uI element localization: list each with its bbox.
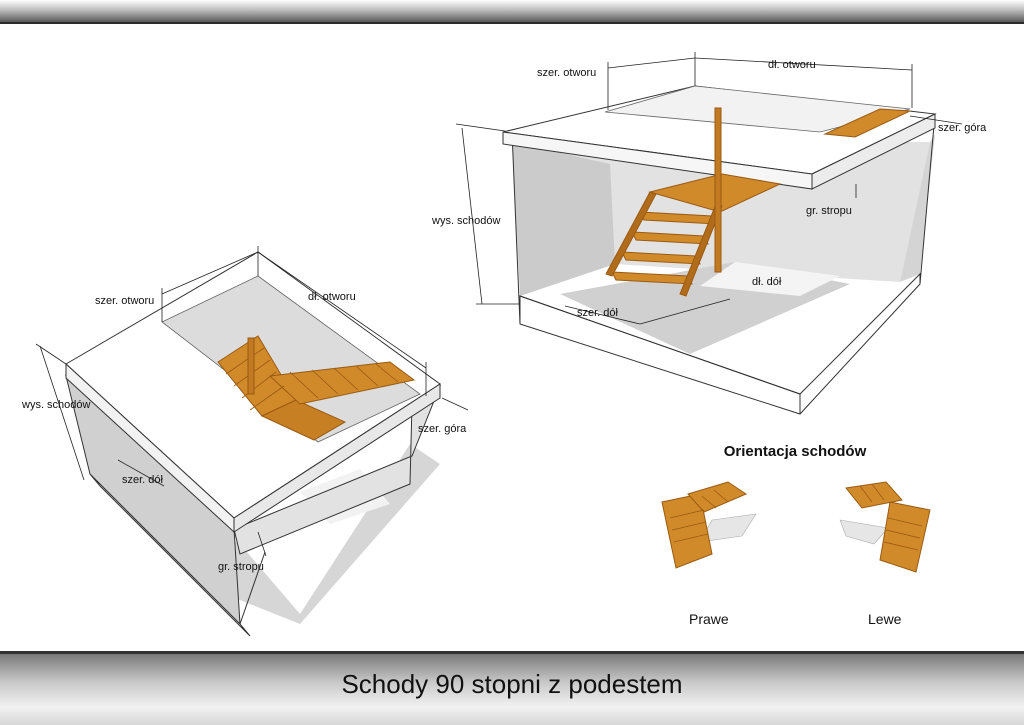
left-stair-landing (260, 399, 347, 441)
left-label-gr-stropu: gr. stropu (218, 561, 264, 573)
page-title: Schody 90 stopni z podestem (341, 669, 683, 699)
orientation-right-label: Prawe (689, 611, 729, 627)
right-label-dl-dol: dł. dół (752, 276, 782, 288)
orientation-left-stair-icon (839, 481, 931, 573)
orientation-title: Orientacja schodów (723, 443, 867, 460)
right-label-szer-otworu: szer. otworu (537, 67, 596, 79)
right-label-gr-stropu: gr. stropu (806, 205, 852, 217)
left-slab-side (233, 383, 441, 533)
right-left-wall-shade (512, 142, 615, 296)
right-label-wys-schodow: wys. schodów (431, 215, 501, 227)
left-label-wys-schodow: wys. schodów (21, 399, 91, 411)
left-newel-post (247, 337, 255, 395)
right-ceiling-side (811, 113, 936, 190)
right-top-step (823, 108, 912, 138)
stair-diagram: szer. otworu dł. otworu szer. góra wys. … (21, 52, 987, 637)
right-stringer-left (605, 191, 657, 277)
left-label-szer-otworu: szer. otworu (95, 295, 154, 307)
right-opening (604, 85, 911, 133)
right-label-szer-gora: szer. góra (938, 122, 987, 134)
right-label-dl-otworu: dł. otworu (768, 59, 816, 71)
right-view: szer. otworu dł. otworu szer. góra wys. … (431, 52, 987, 415)
orientation-left-label: Lewe (868, 611, 902, 627)
right-floor-light-patch (700, 262, 840, 296)
left-label-dl-otworu: dł. otworu (308, 291, 356, 303)
right-right-wall-shade (900, 134, 935, 282)
right-label-szer-dol: szer. dół (577, 307, 619, 319)
left-view: szer. otworu dł. otworu wys. schodów sze… (21, 246, 469, 637)
right-step-4 (611, 271, 693, 285)
left-label-szer-gora: szer. góra (418, 423, 467, 435)
top-gradient-bar (0, 0, 1024, 24)
left-stair-flight-2 (268, 361, 416, 405)
right-newel-post (714, 107, 722, 273)
orientation-right-stair-icon (661, 481, 757, 569)
bottom-gradient-bar (0, 651, 1024, 725)
left-label-szer-dol: szer. dół (122, 474, 164, 486)
right-step-3 (621, 251, 701, 265)
right-step-2 (631, 231, 709, 245)
